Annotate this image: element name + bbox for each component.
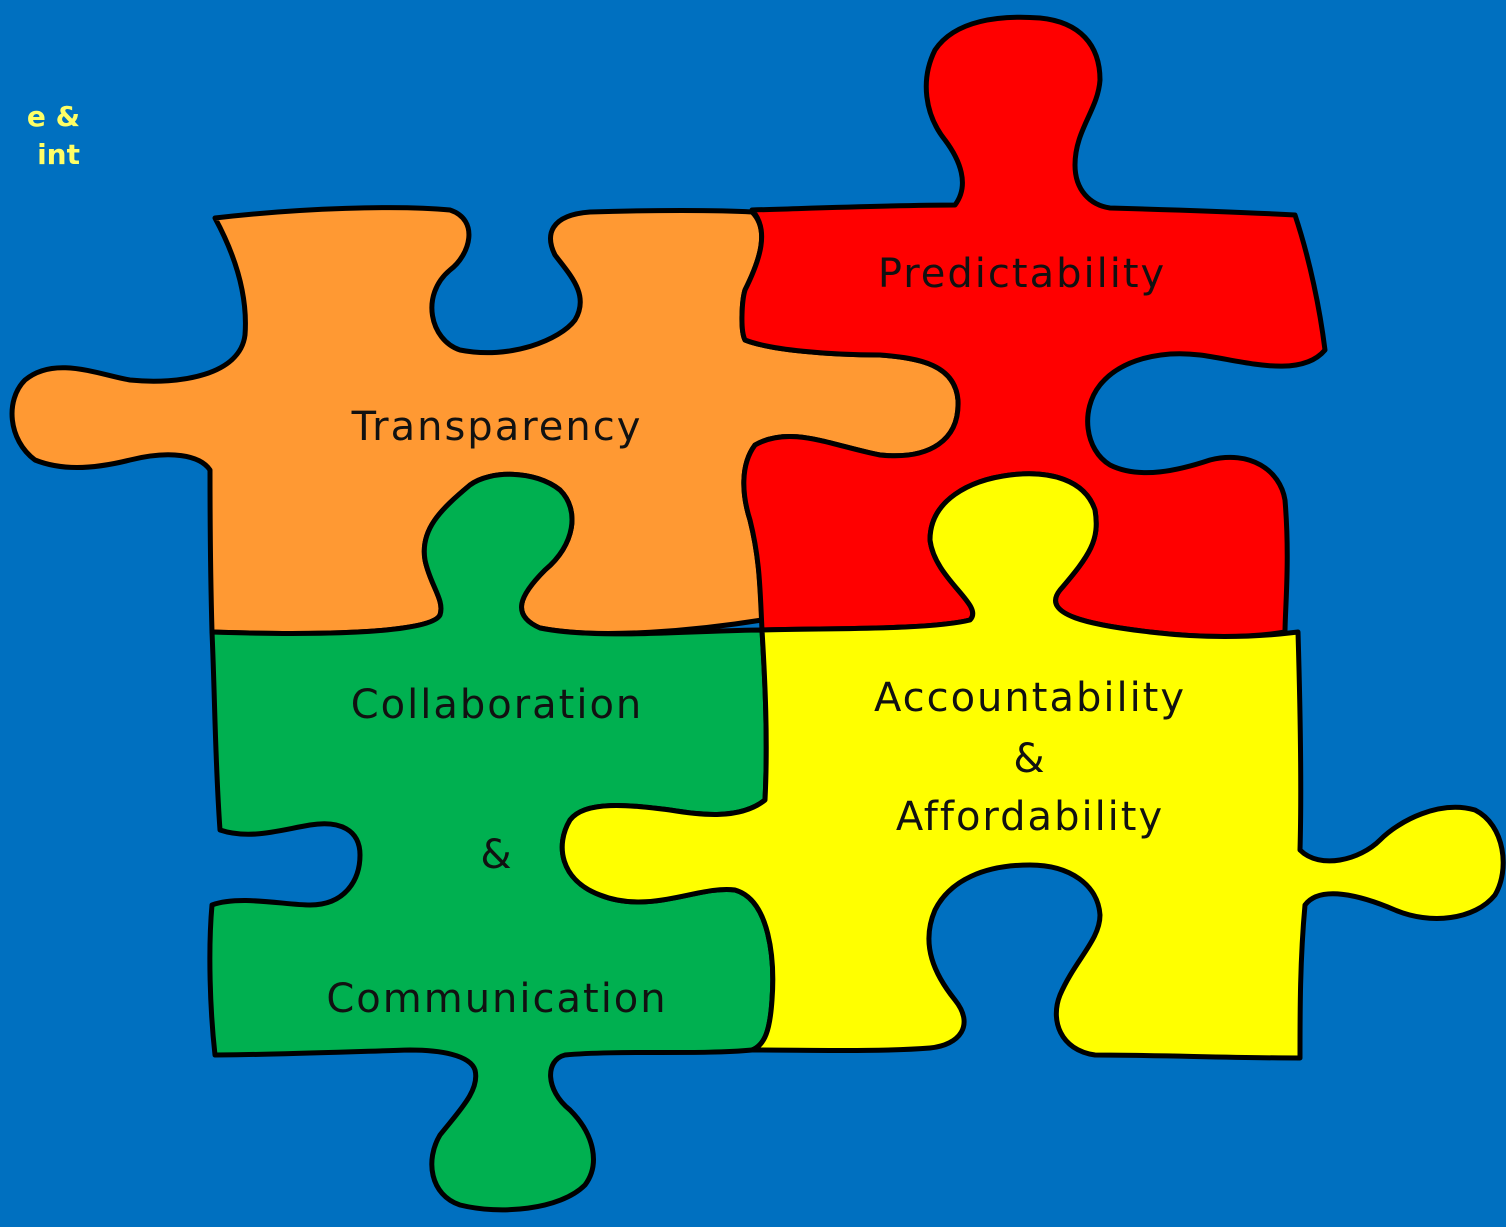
label-transparency: Transparency	[351, 404, 643, 450]
cropped-title-text: e & int	[0, 98, 80, 174]
label-accountability: Accountability	[874, 675, 1186, 721]
cropped-title-line-2: int	[37, 138, 80, 171]
label-affordability: Affordability	[896, 794, 1164, 840]
label-communication: Communication	[326, 976, 667, 1022]
puzzle-piece-accountability	[559, 471, 1506, 1061]
label-collaboration-amp: &	[480, 832, 513, 878]
label-accountability-amp: &	[1013, 736, 1046, 782]
label-collaboration: Collaboration	[351, 682, 644, 728]
cropped-title-line-1: e &	[26, 100, 80, 133]
label-predictability: Predictability	[878, 251, 1166, 297]
